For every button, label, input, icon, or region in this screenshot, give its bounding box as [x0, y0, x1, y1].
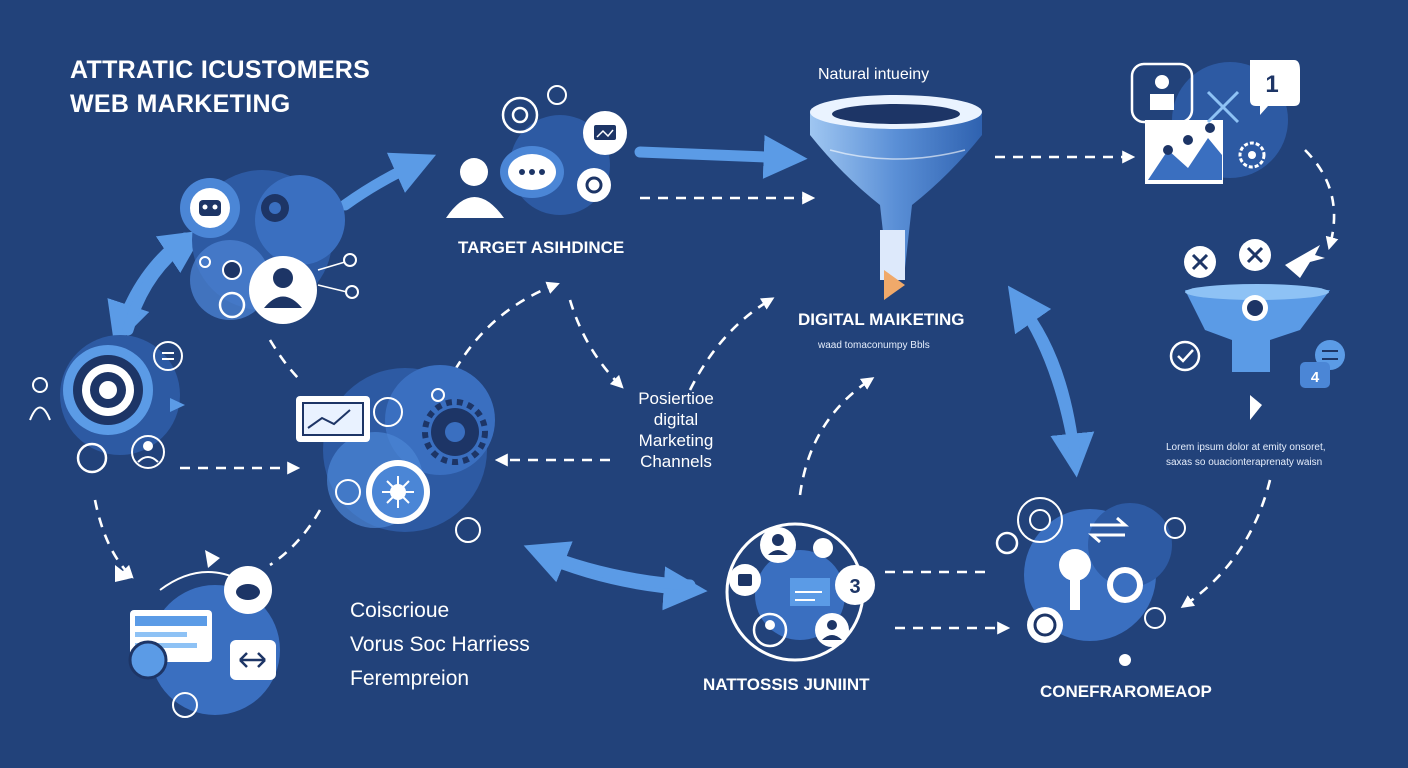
badge-mid: 3 [849, 576, 860, 598]
lorem-block: Lorem ipsum dolor at emity onsoret, saxa… [1166, 440, 1326, 470]
close-icon [1184, 239, 1271, 278]
target-icon [63, 345, 153, 435]
close-icon [1206, 90, 1240, 124]
robot-icon [180, 178, 240, 238]
person-icon [446, 158, 504, 218]
badge-top: 1 [1265, 71, 1278, 98]
left-block-line-1: Coiscrioue [350, 599, 450, 622]
network-icon [366, 460, 430, 524]
lorem-line-1: Lorem ipsum dolor at emity onsoret, [1166, 442, 1326, 453]
channels-line-1: Posiertioe [638, 389, 714, 408]
channels-cluster [296, 365, 495, 543]
bottom-center-label: NATTOSSIS JUNIINT [703, 675, 870, 694]
title-line-1: ATTRATIC ICUSTOMERS [70, 56, 371, 84]
badges: 1 3 4 [849, 71, 1319, 598]
social-cluster [180, 170, 359, 324]
chart-cluster [1130, 60, 1300, 184]
cloud-icon [224, 566, 272, 614]
channels-line-4: Channels [640, 452, 712, 471]
audience-cluster [446, 85, 627, 218]
badge-right: 4 [1311, 369, 1320, 386]
dashed-connectors [93, 149, 1339, 635]
person-icon [249, 256, 317, 324]
target-audience-label: TARGET ASIHDINCE [458, 238, 625, 257]
digital-marketing-label: DIGITAL MAIKETING [798, 310, 965, 329]
cycle-cluster [725, 522, 875, 662]
search-icon [1059, 549, 1091, 610]
title-line-2: WEB MARKETING [70, 90, 291, 118]
check-icon [1169, 340, 1201, 372]
funnel-caption: Natural intueiny [818, 66, 930, 83]
image-icon [583, 111, 627, 155]
bottom-right-cluster [995, 497, 1186, 666]
chart-icon [1145, 120, 1223, 184]
flow-arrows [107, 134, 1095, 611]
left-block-line-3: Ferempreion [350, 667, 470, 690]
bottom-right-label: CONEFRAROMEAOP [1040, 682, 1212, 701]
airplane-icon [1285, 245, 1325, 278]
gear-icon [261, 194, 289, 222]
channels-line-2: digital [653, 410, 699, 429]
process-cluster [1169, 239, 1345, 420]
lorem-line-2: saxas so ouacionteraprenaty waisn [1166, 457, 1323, 468]
monitor-icon [296, 396, 370, 442]
question-icon [1242, 295, 1268, 321]
bottom-left-cluster [115, 550, 280, 718]
gear-icon [1238, 141, 1266, 169]
left-block: Coiscrioue Vorus Soc Harriess Ferempreio… [350, 594, 530, 696]
gear-icon [422, 399, 488, 465]
chat-icon [500, 146, 564, 198]
funnel-icon [810, 95, 982, 300]
target-cluster [29, 335, 185, 474]
channels-line-3: Marketing [638, 431, 714, 450]
left-block-line-2: Vorus Soc Harriess [350, 633, 530, 656]
digital-marketing-sub: waad tomaconumpy Bbls [818, 340, 930, 351]
channels-label: Posiertioe digital Marketing Channels [620, 388, 732, 472]
